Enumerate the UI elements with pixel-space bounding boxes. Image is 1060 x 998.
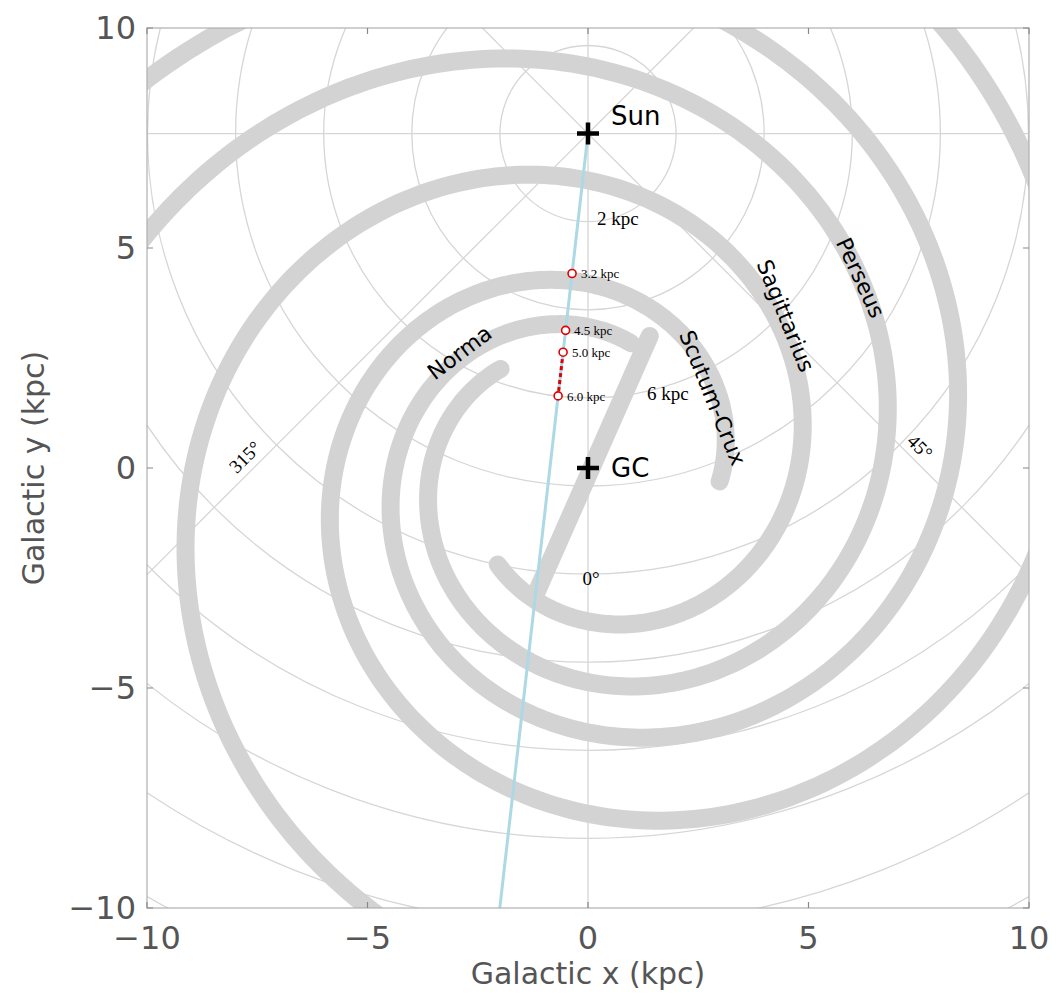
tick-label: 5 [116,232,136,264]
longitude-label: 315° [226,438,265,477]
tick-label: 0 [578,922,598,954]
galactic-bar [535,336,650,596]
axis-title: Galactic x (kpc) [471,959,706,989]
tick-label: 0 [116,452,136,484]
marker-label: 6.0 kpc [567,390,605,403]
tick-label: −10 [113,922,181,954]
axis-title: Galactic y (kpc) [19,351,49,586]
distance-label: 6 kpc [647,384,689,403]
object-label: GC [611,455,649,481]
marker-label: 4.5 kpc [574,324,612,337]
marker-label: 3.2 kpc [581,267,619,280]
tick-label: −5 [344,922,391,954]
spiral-arm [147,28,1029,821]
tick-label: −5 [89,672,136,704]
spiral-arm [186,28,1029,908]
arm-label: Perseus [832,235,888,322]
position-cross [577,457,599,479]
axis-ticks [147,28,1029,908]
longitude-label: 0° [582,569,599,588]
tick-label: −10 [68,892,136,924]
plot-area [147,28,1029,908]
longitude-line [147,28,1029,908]
longitude-line [147,28,1029,908]
tick-label: 10 [1009,922,1050,954]
position-cross [577,123,599,145]
distance-range [558,352,563,396]
object-label: Sun [611,103,660,129]
distance-label: 2 kpc [597,209,639,228]
distance-marker [554,392,562,400]
distance-marker [559,348,567,356]
spiral-arm [147,58,1029,908]
tick-label: 10 [95,12,136,44]
axes-frame [147,28,1029,908]
distance-marker [568,270,576,278]
tick-label: 5 [798,922,818,954]
marker-label: 5.0 kpc [572,346,610,359]
distance-marker [562,326,570,334]
sight-line [464,134,588,908]
